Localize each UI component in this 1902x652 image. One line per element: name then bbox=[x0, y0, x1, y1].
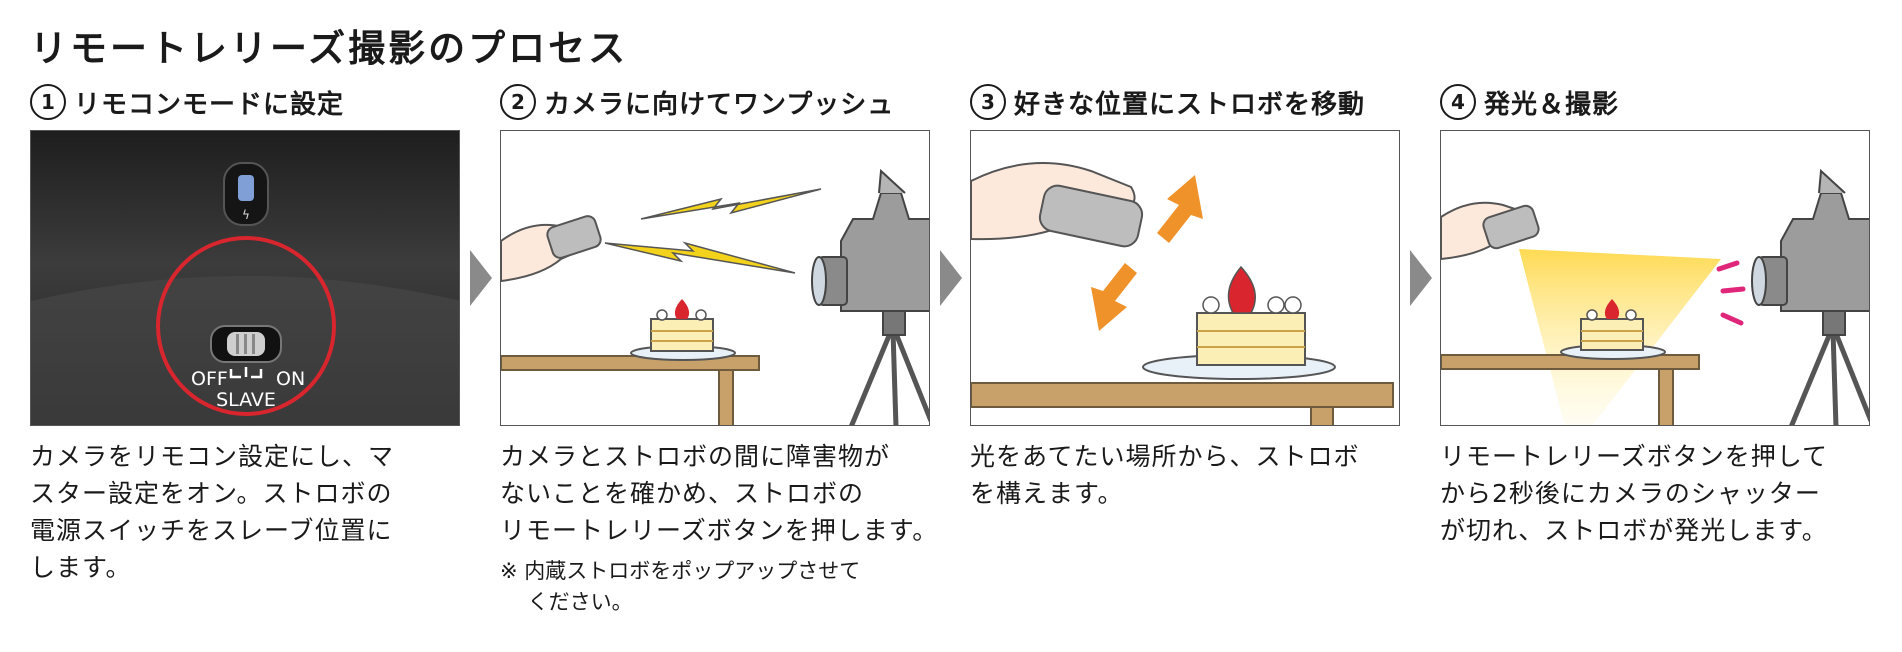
step-4: 4 発光＆撮影 bbox=[1440, 80, 1870, 124]
switch-label-off: OFF bbox=[191, 368, 228, 390]
main-title: リモートレリーズ撮影のプロセス bbox=[30, 18, 628, 72]
table bbox=[1441, 355, 1699, 369]
camera bbox=[841, 193, 930, 311]
cake bbox=[651, 319, 713, 351]
flash-bolt-lower bbox=[605, 243, 795, 273]
camera bbox=[1781, 193, 1870, 311]
step-2: 2 カメラに向けてワンプッシュ bbox=[500, 80, 930, 124]
step-4-header: 4 発光＆撮影 bbox=[1440, 80, 1870, 124]
flash-bolt-upper bbox=[641, 189, 821, 219]
step-3-header: 3 好きな位置にストロボを移動 bbox=[970, 80, 1400, 124]
step-3-number: 3 bbox=[970, 84, 1006, 120]
step-arrow-1 bbox=[470, 250, 492, 306]
svg-text:ϟ: ϟ bbox=[242, 208, 250, 222]
step-2-description: カメラとストロボの間に障害物が ないことを確かめ、ストロボの リモートレリーズボ… bbox=[500, 438, 940, 549]
cake bbox=[1197, 313, 1305, 365]
step-2-title: カメラに向けてワンプッシュ bbox=[544, 84, 894, 121]
step-arrow-2 bbox=[940, 250, 962, 306]
step-3-illustration bbox=[970, 130, 1400, 426]
step-2-note: ※ 内蔵ストロボをポップアップさせて ください。 bbox=[500, 556, 940, 618]
move-arrow-up bbox=[1157, 175, 1203, 243]
step-3-title: 好きな位置にストロボを移動 bbox=[1014, 84, 1365, 121]
step-4-number: 4 bbox=[1440, 84, 1476, 120]
step-4-illustration bbox=[1440, 130, 1870, 426]
move-arrow-down bbox=[1091, 263, 1137, 331]
step-3-description: 光をあてたい場所から、ストロボ を構えます。 bbox=[970, 438, 1410, 512]
step-1: 1 リモコンモードに設定 ϟ OFF ON SLAV bbox=[30, 80, 460, 124]
step-2-illustration bbox=[500, 130, 930, 426]
step-3: 3 好きな位置にストロボを移動 光 bbox=[970, 80, 1400, 124]
shutter-marks bbox=[1719, 263, 1743, 323]
step-arrow-3 bbox=[1410, 250, 1432, 306]
step-1-illustration: ϟ OFF ON SLAVE bbox=[30, 130, 460, 426]
step-4-title: 発光＆撮影 bbox=[1484, 84, 1619, 121]
step-2-number: 2 bbox=[500, 84, 536, 120]
step-1-number: 1 bbox=[30, 84, 66, 120]
step-1-description: カメラをリモコン設定にし、マ スター設定をオン。ストロボの 電源スイッチをスレー… bbox=[30, 438, 470, 586]
step-1-title: リモコンモードに設定 bbox=[74, 84, 344, 121]
step-1-header: 1 リモコンモードに設定 bbox=[30, 80, 460, 124]
flash-unit bbox=[545, 214, 602, 260]
step-2-header: 2 カメラに向けてワンプッシュ bbox=[500, 80, 930, 124]
switch-label-slave: SLAVE bbox=[216, 389, 276, 411]
table bbox=[971, 383, 1393, 407]
switch-label-on: ON bbox=[276, 368, 305, 390]
cake bbox=[1581, 319, 1643, 350]
step-4-description: リモートレリーズボタンを押して から2秒後にカメラのシャッター が切れ、ストロボ… bbox=[1440, 438, 1880, 549]
